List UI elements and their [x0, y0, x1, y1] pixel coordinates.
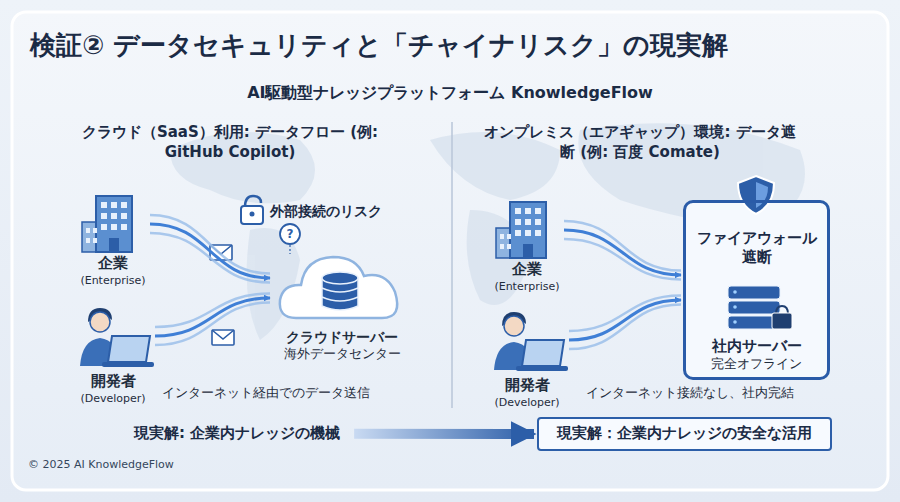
node-text: 完全オフライン [692, 356, 821, 373]
node-text: (Developer) [73, 392, 153, 406]
developer-node: 開発者(Developer) [487, 310, 567, 410]
cloud-server-node: クラウドサーバー海外データセンター [272, 240, 412, 363]
node-text: 現実解：企業内ナレッジの安全な活用 [557, 424, 812, 444]
node-text: 開発者 [487, 376, 567, 396]
node-text: 社内サーバー [692, 337, 821, 357]
copyright: © 2025 AI KnowledgeFlow [28, 458, 174, 473]
enterprise-node: 企業(Enterprise) [492, 198, 562, 294]
node-text: 現実解: 企業内ナレッジの機械 [132, 424, 342, 444]
question-mark: ? [283, 225, 297, 243]
risk-note: 外部接続のリスク [270, 202, 382, 221]
enterprise-node: 企業(Enterprise) [78, 192, 148, 288]
flow-arrow [155, 294, 270, 346]
flow-arrow [354, 433, 534, 434]
section-heading: クラウド（SaaS）利用: データフロー (例: GitHub Copilot) [80, 122, 380, 163]
developer-node: 開発者(Developer) [73, 306, 153, 406]
subtitle: AI駆動型ナレッジプラットフォーム KnowledgeFlow [150, 82, 750, 104]
node-text: 開発者 [73, 372, 153, 392]
node-text: (Enterprise) [78, 274, 148, 288]
node-text: (Developer) [487, 396, 567, 410]
flow-note: インターネット接続なし、社内完結 [586, 384, 794, 402]
flow-arrow [150, 215, 270, 283]
node-text: 企業 [78, 254, 148, 274]
diagram-title: 検証② データセキュリティと「チャイナリスク」の現実解 [30, 28, 728, 63]
firewall-box: ファイアウォール 遮断社内サーバー完全オフライン [683, 200, 830, 380]
node-text: 海外データセンター [272, 346, 412, 363]
node-text: クラウドサーバー [272, 328, 412, 346]
section-heading: オンプレミス（エアギャップ）環境: データ遮断 (例: 百度 Comate) [480, 122, 800, 163]
node-text: ファイアウォール 遮断 [692, 229, 821, 267]
flow-arrow [564, 221, 681, 280]
node-text: 企業 [492, 260, 562, 280]
flow-note: インターネット経由でのデータ送信 [162, 384, 370, 402]
flow-arrow [569, 296, 681, 350]
node-text: (Enterprise) [492, 280, 562, 294]
result-text: 現実解: 企業内ナレッジの機械 [132, 424, 342, 444]
result-box: 現実解：企業内ナレッジの安全な活用 [537, 417, 832, 451]
